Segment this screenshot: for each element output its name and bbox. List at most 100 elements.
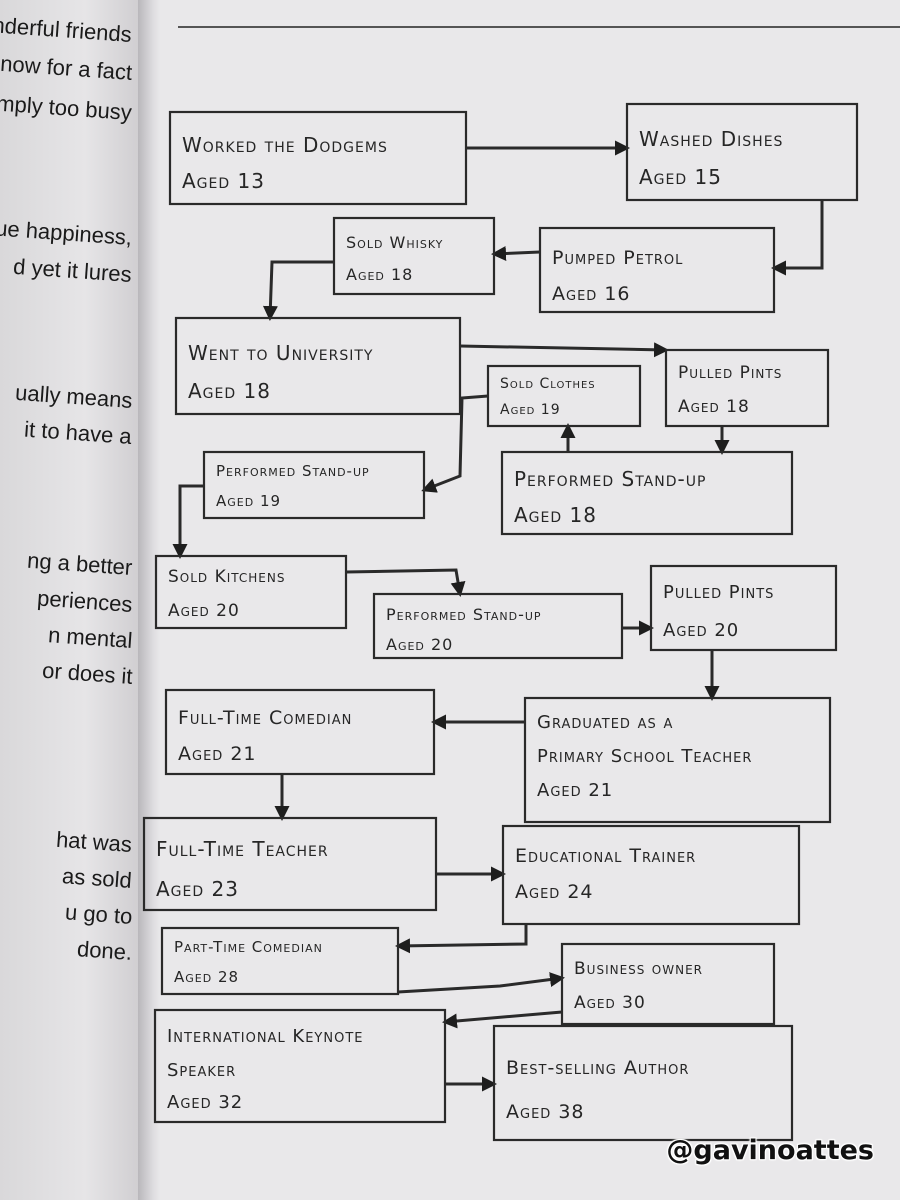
node-title-label: Business owner [574,959,703,979]
node-title-label: Primary School Teacher [537,746,752,767]
node-age-label: Aged 20 [386,635,453,654]
arrow-standup19-to-kitchens [172,484,204,559]
node-box [168,110,468,206]
node-age-label: Aged 19 [500,402,561,418]
watermark-handle: @gavinoattes [666,1135,874,1166]
node-box [538,226,776,314]
arrow-line [459,342,669,358]
node-box [625,102,859,202]
arrow-parttime-to-business [397,972,565,994]
node-box [153,1008,447,1124]
arrow-trainer-to-parttime [395,924,528,954]
arrow-clothes-to-standup19 [421,394,489,493]
node-age-label: Aged 16 [552,283,631,305]
arrow-line [397,972,565,994]
arrow-business-to-keynote [442,1010,563,1029]
arrow-line [491,245,541,261]
node-age-label: Aged 21 [537,780,613,801]
page-top-rule [178,26,900,28]
node-title-label: Speaker [167,1060,236,1081]
node-box [523,696,832,824]
node-title-label: Sold Whisky [346,233,443,252]
node-age-label: Aged 18 [346,265,413,284]
node-age-label: Aged 13 [182,169,265,193]
arrow-line [262,260,334,321]
node-title-label: Part-Time Comedian [174,938,323,956]
node-box [142,816,438,912]
node-box [174,316,462,416]
node-box [486,364,642,428]
node-title-label: Went to University [188,341,373,365]
arrow-line [442,1010,563,1029]
arrow-whisky-to-university [262,260,334,321]
node-age-label: Aged 23 [156,877,239,901]
node-age-label: Aged 15 [639,165,722,189]
arrow-line [345,568,466,597]
node-box [332,216,496,296]
node-age-label: Aged 20 [168,601,240,621]
node-box [560,942,776,1026]
node-age-label: Aged 21 [178,743,257,765]
arrow-line [771,200,824,276]
node-graduated: Graduated as a Primary School TeacherAged… [523,696,832,824]
node-age-label: Aged 18 [678,397,750,417]
node-box [492,1024,794,1142]
node-age-label: Aged 24 [515,881,594,903]
node-box [202,450,426,520]
node-box [664,348,830,428]
node-title-label: Worked the Dodgems [182,133,388,157]
node-title-label: Performed Stand-up [514,467,706,491]
node-title-label: Performed Stand-up [386,605,542,624]
node-title-label: Graduated as a [537,712,673,733]
node-box [154,554,348,630]
node-title-label: Pumped Petrol [552,247,683,269]
node-age-label: Aged 28 [174,968,239,986]
node-title-label: Full-Time Teacher [156,837,329,861]
node-age-label: Aged 20 [663,620,739,641]
node-box [160,926,400,996]
node-title-label: Washed Dishes [639,127,783,151]
node-age-label: Aged 18 [188,379,271,403]
node-title-label: Sold Kitchens [168,567,285,587]
node-title-label: Full-Time Comedian [178,707,352,729]
arrow-petrol-to-whisky [491,245,541,261]
node-box [372,592,624,660]
node-title-label: Sold Clothes [500,376,596,392]
arrow-dishes-to-petrol [771,200,824,276]
node-age-label: Aged 30 [574,993,646,1013]
node-title-label: Best-selling Author [506,1057,689,1079]
node-box [649,564,838,652]
arrow-line [421,394,489,493]
node-age-label: Aged 38 [506,1101,585,1123]
node-box [501,824,801,926]
node-box [164,688,436,776]
node-title-label: Pulled Pints [663,582,774,603]
node-age-label: Aged 19 [216,492,281,510]
arrow-university-to-pints18 [459,342,669,358]
arrow-kitchens-to-standup20 [345,568,466,597]
arrow-line [172,484,204,559]
node-title-label: Performed Stand-up [216,462,370,480]
node-age-label: Aged 32 [167,1092,243,1113]
node-box [500,450,794,536]
